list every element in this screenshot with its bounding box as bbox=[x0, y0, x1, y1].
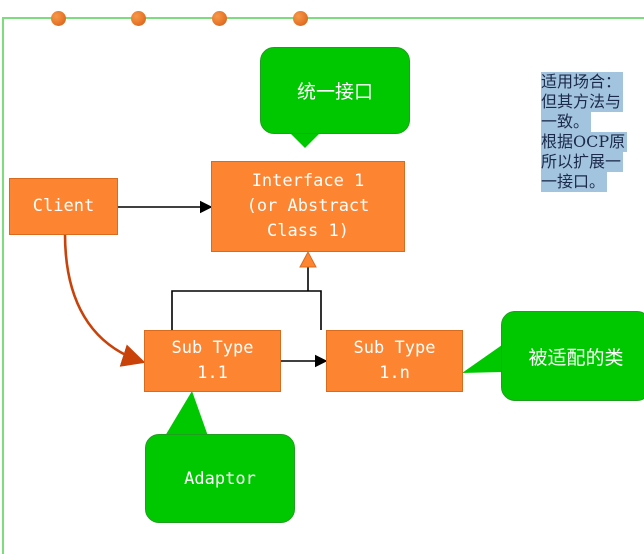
note-line: 但其方法与 bbox=[541, 92, 624, 112]
adaptor-callout: Adaptor bbox=[145, 434, 295, 523]
decor-dot-1 bbox=[51, 11, 66, 26]
usage-note: 适用场合： 但其方法与 一致。 根据OCP原 所以扩展一 一接口。 bbox=[541, 72, 644, 192]
subtype-1-n-box: Sub Type 1.n bbox=[326, 330, 463, 392]
adaptee-callout-tail bbox=[462, 345, 502, 373]
subtype-1-1-box: Sub Type 1.1 bbox=[144, 330, 281, 392]
generalization-triangle-icon bbox=[299, 250, 317, 268]
frame-left-border bbox=[2, 17, 4, 554]
unified-interface-callout-tail bbox=[290, 133, 320, 148]
decor-dot-4 bbox=[293, 11, 308, 26]
note-line: 一致。 bbox=[541, 112, 592, 132]
generalization-line bbox=[171, 290, 322, 330]
note-line: 所以扩展一 bbox=[541, 152, 624, 172]
note-line: 适用场合： bbox=[541, 72, 624, 92]
note-line: 一接口。 bbox=[541, 172, 608, 192]
unified-interface-callout: 统一接口 bbox=[260, 47, 410, 134]
decor-dot-3 bbox=[212, 11, 227, 26]
decor-dot-2 bbox=[131, 11, 146, 26]
frame-top-border bbox=[2, 17, 644, 19]
client-box: Client bbox=[9, 178, 118, 235]
note-line: 根据OCP原 bbox=[541, 132, 628, 152]
client-to-adaptor-curve bbox=[63, 233, 146, 367]
interface-box: Interface 1 (or Abstract Class 1) bbox=[211, 161, 405, 252]
adaptee-callout: 被适配的类 bbox=[501, 311, 644, 401]
adaptor-callout-tail bbox=[165, 391, 208, 436]
